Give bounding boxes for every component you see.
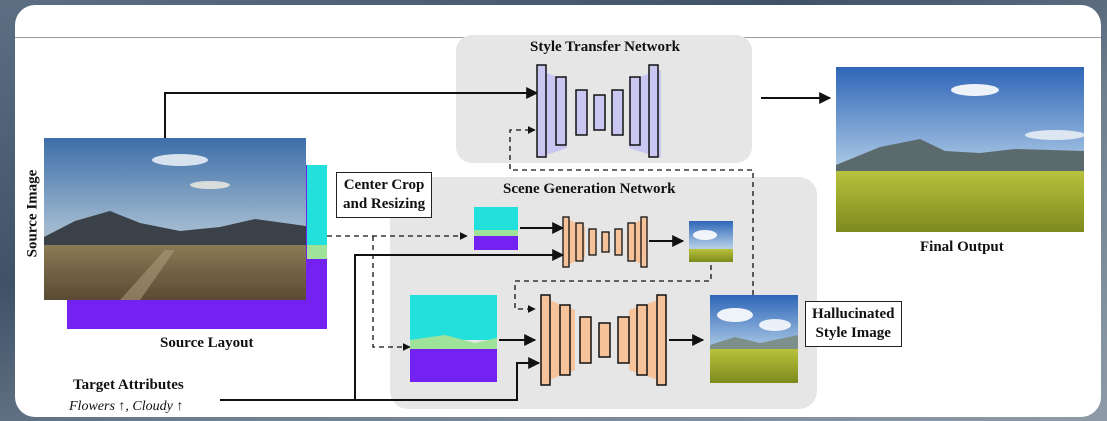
- style-transfer-blocks: [536, 64, 661, 158]
- scene-generator-small: [562, 216, 648, 268]
- hallucinated-style-label: Hallucinated Style Image: [805, 301, 902, 347]
- pipeline-diagram: [44, 35, 1085, 409]
- hallucinated-line2: Style Image: [815, 325, 891, 341]
- attribute-arrow-small: [220, 249, 565, 401]
- source-layout-label: Source Layout: [160, 335, 254, 351]
- figure-card: Style Transfer Network Scene Generation …: [15, 5, 1101, 417]
- scene-generation-title: Scene Generation Network: [503, 181, 676, 197]
- hallucinated-line1: Hallucinated: [812, 306, 895, 322]
- style-transfer-title: Style Transfer Network: [530, 39, 680, 55]
- target-attributes-label: Target Attributes: [73, 377, 184, 393]
- scene-generator-large: [540, 294, 667, 386]
- source-to-style-arrow: [164, 87, 539, 138]
- center-crop-line2: and Resizing: [343, 196, 426, 212]
- hallucinated-style-image: [710, 295, 798, 383]
- target-attributes-value: Flowers ↑, Cloudy ↑: [69, 399, 184, 414]
- attribute-arrow-large: [355, 357, 541, 401]
- source-image: [44, 138, 306, 300]
- large-layout-map: [410, 295, 497, 382]
- final-output-image: [836, 67, 1085, 232]
- small-layout-map: [474, 207, 518, 250]
- small-generated-image: [689, 221, 733, 262]
- source-image-label: Source Image: [24, 169, 41, 258]
- style-feedback-arrow: [509, 126, 754, 295]
- center-crop-label: Center Crop and Resizing: [336, 172, 433, 218]
- final-output-label: Final Output: [920, 239, 1004, 255]
- crop-arrow-bottom: [372, 236, 411, 351]
- small-to-large-arrow: [514, 265, 712, 313]
- center-crop-line1: Center Crop: [343, 177, 425, 193]
